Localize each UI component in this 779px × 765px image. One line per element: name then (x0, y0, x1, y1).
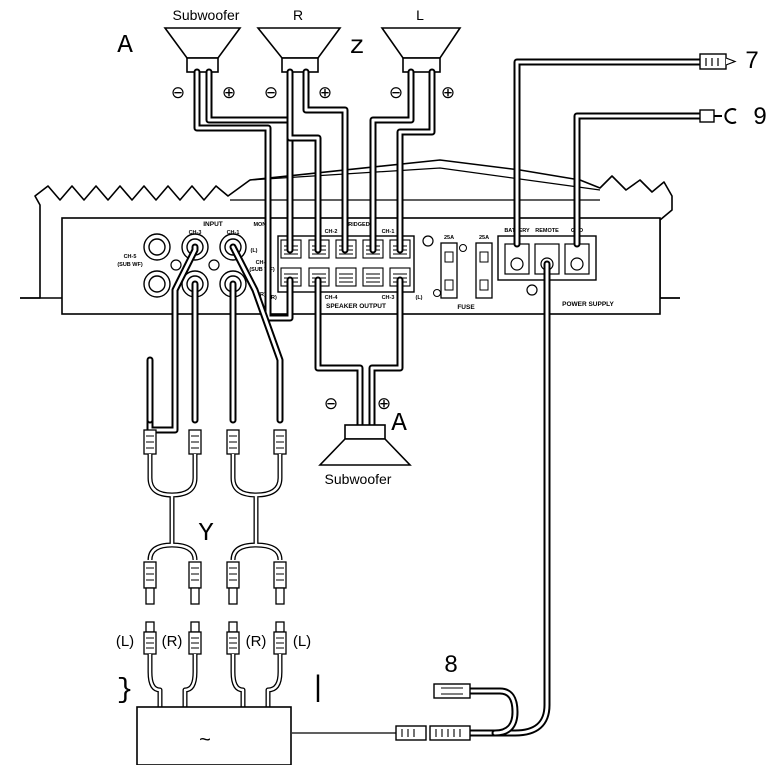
speaker-right (256, 27, 342, 73)
input-ch5-label: CH-5 (124, 254, 137, 260)
rca-plugs-upper (143, 429, 287, 455)
power-supply-label: POWER SUPPLY (562, 301, 614, 308)
sub-top-minus: ⊖ (171, 83, 185, 102)
subwoofer-top (163, 27, 242, 73)
out-ch4-label: CH-4 (325, 295, 339, 301)
callout-brace: } (117, 675, 134, 706)
callout-9: 9 (753, 103, 766, 130)
sub-bottom-minus: ⊖ (324, 394, 338, 413)
power-wires (466, 58, 704, 737)
source-unit (136, 706, 292, 765)
fuses (433, 242, 493, 299)
speaker-right-label: R (293, 7, 303, 23)
callout-z: z (349, 31, 365, 61)
speaker-output-label: SPEAKER OUTPUT (326, 303, 386, 310)
input-ch6-label: CH-6 (256, 260, 269, 266)
sub-top-plus: ⊕ (222, 83, 236, 102)
out-ch1-label: CH-1 (382, 229, 395, 235)
subwoofer-bottom (318, 424, 412, 466)
callout-y: Y (198, 518, 214, 548)
left-minus: ⊖ (389, 83, 403, 102)
rca-right-label-1: (R) (162, 633, 183, 650)
rca-input-wires (146, 243, 284, 434)
input-ch5-sub-label: (SUB WF) (117, 262, 143, 268)
rca-right-label-2: (R) (246, 633, 267, 650)
input-ch6-sub-label: (SUB WF) (249, 267, 275, 273)
speaker-left-label: L (416, 7, 424, 23)
right-minus: ⊖ (264, 83, 278, 102)
speaker-wires (193, 68, 436, 429)
subwoofer-bottom-label: Subwoofer (325, 471, 392, 487)
out-ch2-label: CH-2 (325, 229, 338, 235)
bridged-label: BRIDGED (344, 222, 369, 228)
mono-label: MONO (253, 222, 271, 228)
fuse-2-rating: 25A (479, 235, 489, 241)
speaker-left (380, 27, 462, 73)
input-ch1-label: CH-1 (227, 230, 240, 236)
battery-connector (699, 53, 737, 70)
left-plus: ⊕ (441, 83, 455, 102)
callout-a-bottom: A (391, 408, 407, 438)
callout-a-top: A (117, 30, 133, 60)
input-l-label: (L) (250, 248, 257, 254)
callout-7: 7 (745, 47, 758, 74)
ground-ring-connector (699, 108, 737, 124)
fuse-label: FUSE (457, 304, 475, 311)
remote-label: REMOTE (535, 228, 559, 234)
sub-bottom-plus: ⊕ (377, 394, 391, 413)
input-r-label: (R) (258, 292, 266, 298)
source-symbol: ~ (199, 729, 211, 751)
subwoofer-top-label: Subwoofer (173, 7, 240, 23)
callout-8: 8 (444, 651, 457, 678)
out-l-label: (L) (415, 295, 422, 301)
remote-connectors (292, 683, 471, 741)
rca-left-label-2: (L) (293, 633, 311, 650)
out-r-label: (R) (269, 295, 277, 301)
right-plus: ⊕ (318, 83, 332, 102)
input-label: INPUT (203, 221, 223, 228)
rca-plugs-middle (143, 561, 287, 605)
speaker-terminal-block (277, 235, 434, 293)
callout-bar: | (309, 672, 327, 706)
input-ch3-label: CH-3 (189, 230, 202, 236)
rca-left-label-1: (L) (116, 633, 134, 650)
out-ch3-label: CH-3 (382, 295, 395, 301)
fuse-1-rating: 25A (444, 235, 454, 241)
